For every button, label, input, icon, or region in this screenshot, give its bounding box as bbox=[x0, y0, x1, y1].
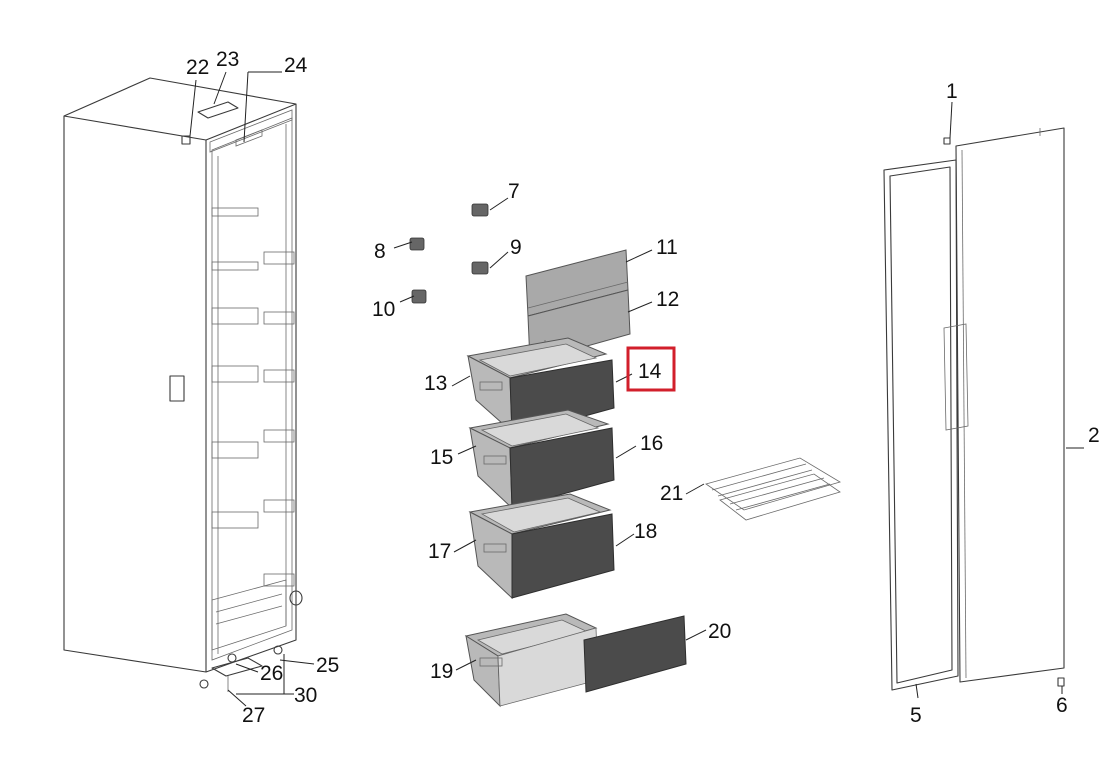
part-label-24: 24 bbox=[284, 54, 308, 77]
part-label-10: 10 bbox=[372, 298, 395, 321]
part-label-30: 30 bbox=[294, 684, 317, 707]
part-label-21: 21 bbox=[660, 482, 683, 505]
part-label-5: 5 bbox=[910, 704, 922, 727]
cabinet-shelf-rails bbox=[211, 207, 295, 587]
part-label-9: 9 bbox=[510, 236, 522, 259]
cabinet-body bbox=[63, 77, 303, 673]
part-label-27: 27 bbox=[242, 704, 265, 727]
part-label-11: 11 bbox=[656, 236, 678, 259]
part-label-19: 19 bbox=[430, 660, 453, 683]
drawer-17-18 bbox=[468, 493, 615, 600]
part-label-20: 20 bbox=[708, 620, 731, 643]
part-label-18: 18 bbox=[634, 520, 657, 543]
drawer-15-16 bbox=[468, 409, 615, 510]
part-label-23: 23 bbox=[216, 48, 239, 71]
bottom-hinge-parts bbox=[199, 645, 283, 692]
part-label-16: 16 bbox=[640, 432, 663, 455]
part-label-25: 25 bbox=[316, 654, 339, 677]
highlight-box-part-14 bbox=[626, 346, 676, 392]
part-label-14: 14 bbox=[638, 360, 662, 383]
part-label-15: 15 bbox=[430, 446, 453, 469]
part-label-13: 13 bbox=[424, 372, 447, 395]
part-label-26: 26 bbox=[260, 662, 283, 685]
clips bbox=[409, 203, 489, 304]
part-label-12: 12 bbox=[656, 288, 679, 311]
part-label-2: 2 bbox=[1088, 424, 1100, 447]
wire-shelf bbox=[705, 457, 841, 521]
leader-lines bbox=[189, 71, 1084, 707]
part-label-8: 8 bbox=[374, 240, 386, 263]
part-number-labels: 1 2 5 6 7 8 9 10 11 12 13 14 15 16 17 18… bbox=[186, 48, 1100, 727]
part-label-22: 22 bbox=[186, 56, 209, 79]
part-label-6: 6 bbox=[1056, 694, 1068, 717]
part-label-17: 17 bbox=[428, 540, 451, 563]
door-assembly bbox=[883, 127, 1065, 691]
drawer-19-20 bbox=[464, 613, 687, 708]
part-label-7: 7 bbox=[508, 180, 520, 203]
part-label-1: 1 bbox=[946, 80, 958, 103]
